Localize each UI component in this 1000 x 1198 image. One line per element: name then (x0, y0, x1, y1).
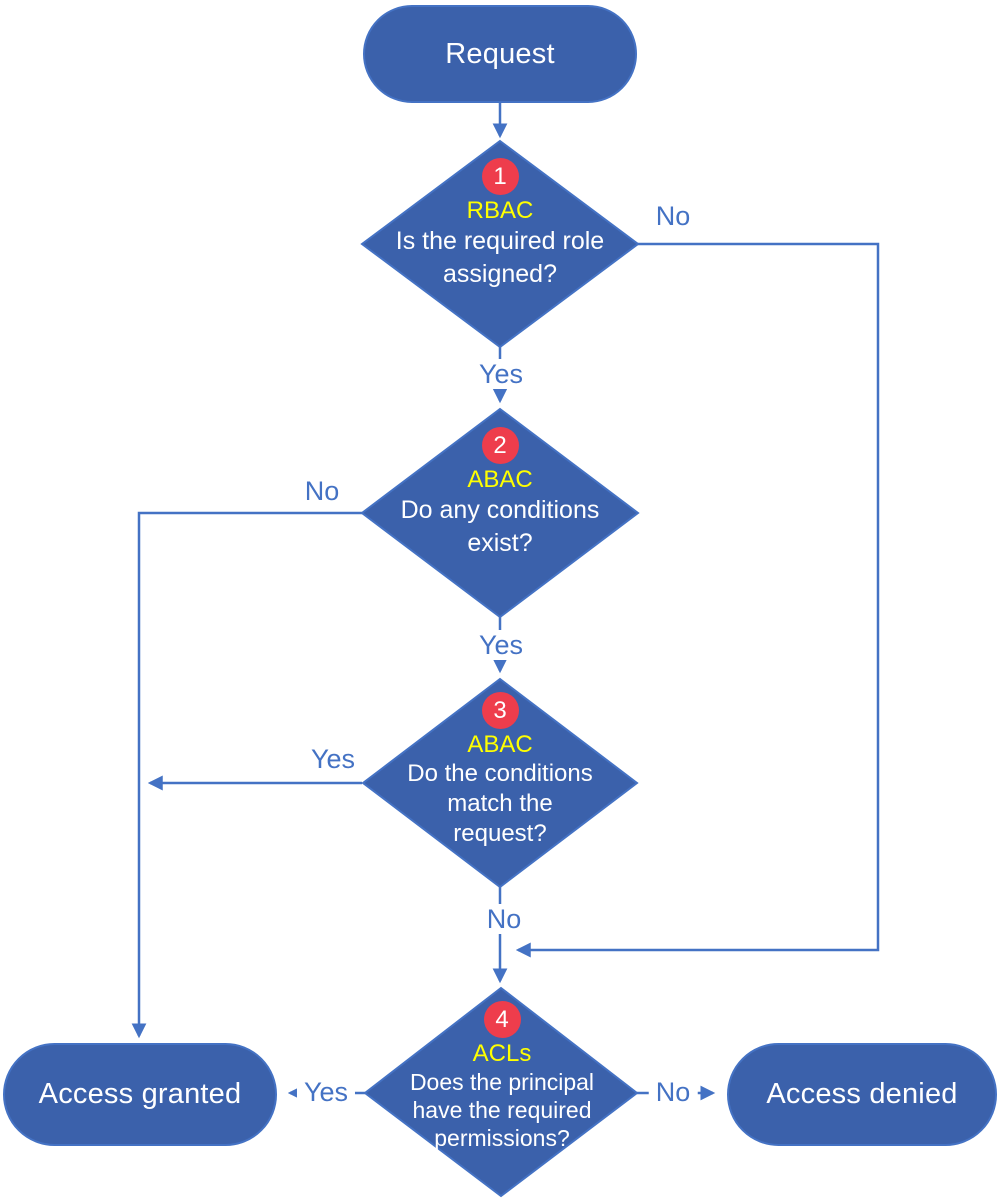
start-node-request: Request (363, 5, 637, 103)
edge-d2-no-to-granted (131, 511, 364, 1039)
edge-label-d1-yes: Yes (471, 359, 531, 389)
edge-label-d1-no: No (655, 201, 691, 231)
access-denied-label: Access denied (766, 1078, 958, 1110)
decision-3-diamond (361, 677, 639, 889)
decision-1-diamond (360, 139, 640, 349)
edge-label-d4-no: No (648, 1077, 698, 1107)
edge-label-d2-no: No (304, 476, 340, 506)
decision-4-diamond (363, 986, 639, 1198)
edge-label-d3-yes: Yes (310, 744, 356, 774)
access-granted-label: Access granted (38, 1078, 242, 1110)
outcome-node-access-granted: Access granted (3, 1043, 277, 1146)
edge-label-d2-yes: Yes (471, 630, 531, 660)
edge-d1-no-to-d4 (515, 242, 880, 958)
outcome-node-access-denied: Access denied (727, 1043, 997, 1146)
decision-2-diamond (360, 407, 640, 619)
edge-label-d4-yes: Yes (296, 1077, 356, 1107)
edge-label-d3-no: No (479, 904, 529, 934)
start-node-label: Request (445, 37, 555, 70)
